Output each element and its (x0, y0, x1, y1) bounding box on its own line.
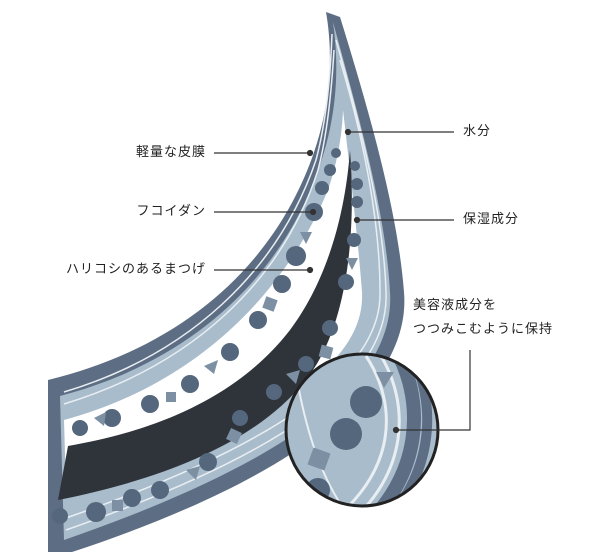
magnified-particle (350, 386, 382, 418)
label-fucoidan: フコイダン (136, 204, 206, 219)
particle (351, 196, 363, 208)
particle (315, 181, 329, 195)
particle (221, 343, 239, 361)
leader-dot (344, 128, 352, 136)
particle (351, 178, 363, 190)
label-serum-line2: つつみこむように保持 (413, 322, 554, 337)
particle (286, 246, 306, 266)
particle-square (112, 500, 123, 511)
magnified-particle-square (307, 447, 331, 471)
fucoidan-shapes (94, 232, 312, 426)
particle-triangle (286, 370, 300, 384)
particle-square (318, 344, 334, 360)
leader-lines (214, 128, 471, 434)
particle (273, 275, 291, 293)
coating-stripe (65, 39, 387, 531)
particle (141, 395, 159, 413)
fucoidan-particles (72, 148, 341, 436)
particle-triangle (204, 360, 218, 374)
label-water: 水分 (463, 124, 492, 139)
particle (331, 148, 341, 158)
particle (298, 356, 314, 372)
particle (338, 274, 354, 290)
humectant-shapes (112, 258, 358, 511)
label-lash: ハリコシのあるまつげ (65, 262, 206, 277)
particle-triangle (186, 466, 200, 480)
coating-stripe (65, 59, 381, 519)
particle (103, 409, 121, 427)
label-humectant: 保湿成分 (463, 212, 520, 227)
leader-serum (396, 350, 471, 431)
particle-square (262, 296, 278, 312)
humectant-particles (52, 161, 363, 524)
particle (52, 508, 68, 524)
particle (347, 233, 361, 247)
magnified-particle (330, 418, 362, 450)
particle (123, 489, 141, 507)
particle (232, 410, 248, 426)
particle (86, 502, 106, 522)
leader-dot (306, 266, 314, 274)
particle-triangle (346, 258, 358, 270)
particle-triangle (300, 232, 312, 244)
particle-square (226, 428, 242, 444)
leader-dot (353, 216, 361, 224)
particle (151, 481, 169, 499)
particle (266, 384, 282, 400)
particle (322, 320, 338, 336)
leader-dot (306, 149, 314, 157)
particle (249, 311, 267, 329)
leader-dot (392, 426, 400, 434)
particle (199, 453, 217, 471)
label-serum-line1: 美容液成分を (413, 298, 498, 313)
particle (324, 164, 336, 176)
particle-triangle (94, 412, 106, 426)
label-thin-film: 軽量な皮膜 (135, 145, 206, 160)
leader-dot (309, 208, 317, 216)
particle (350, 161, 360, 171)
particle (72, 420, 88, 436)
particle-square (166, 392, 176, 402)
coating-stripe (63, 33, 333, 393)
lash-core (58, 150, 352, 500)
magnified-particle-triangle (376, 372, 394, 388)
coating-stripe (63, 49, 335, 405)
particle (181, 375, 199, 393)
